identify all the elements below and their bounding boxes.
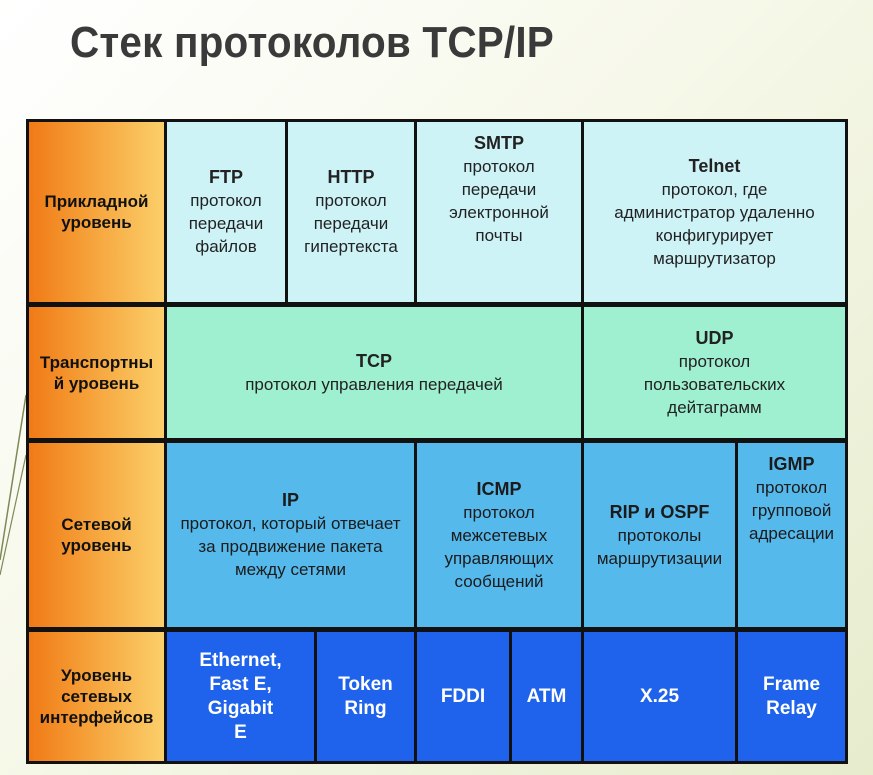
protocol-stack-table: Прикладной уровень FTP протокол передачи… (26, 119, 848, 764)
smtp-desc: протокол передачи электронной почты (449, 157, 549, 245)
x25-label: X.25 (639, 685, 680, 707)
tcp-desc: протокол управления передачей (245, 374, 503, 394)
ip-name: IP (281, 490, 299, 510)
cell-atm: ATM (512, 632, 581, 761)
cell-ftp: FTP протокол передачи файлов (167, 122, 285, 302)
level-network: Сетевой уровень (29, 443, 164, 627)
ethernet-label: Ethernet, Fast E, Gigabit E (199, 649, 282, 743)
level-application: Прикладной уровень (29, 122, 164, 302)
igmp-desc: протокол групповой адресации (749, 478, 834, 543)
cell-icmp: ICMP протокол межсетевых управляющих соо… (417, 443, 581, 627)
icmp-name: ICMP (476, 478, 522, 499)
cell-telnet: Telnet протокол, где администратор удале… (584, 122, 845, 302)
cell-ethernet: Ethernet, Fast E, Gigabit E (167, 632, 314, 761)
udp-name: UDP (695, 327, 734, 348)
level-transport-label: Транспортны й уровень (39, 352, 154, 393)
atm-label: ATM (526, 685, 567, 707)
level-link: Уровень сетевых интерфейсов (29, 632, 164, 761)
telnet-name: Telnet (688, 155, 741, 176)
cell-igmp: IGMP протокол групповой адресации (738, 443, 845, 627)
fddi-label: FDDI (440, 685, 486, 707)
rip-name: RIP и OSPF (609, 501, 710, 522)
page-title: Стек протоколов TCP/IP (70, 18, 554, 67)
tcp-name: TCP (356, 350, 392, 371)
cell-udp: UDP протокол пользовательских дейтаграмм (584, 307, 845, 438)
level-transport: Транспортны й уровень (29, 307, 164, 438)
level-network-label: Сетевой уровень (61, 515, 132, 555)
token-ring-label: Token Ring (338, 673, 393, 719)
http-desc: протокол передачи гипертекста (304, 191, 398, 256)
cell-tcp: TCP протокол управления передачей (167, 307, 581, 438)
cell-smtp: SMTP протокол передачи электронной почты (417, 122, 581, 302)
icmp-desc: протокол межсетевых управляющих сообщени… (444, 502, 554, 591)
igmp-name: IGMP (768, 454, 815, 474)
level-link-label: Уровень сетевых интерфейсов (39, 666, 154, 727)
level-application-label: Прикладной уровень (44, 192, 149, 232)
http-name: HTTP (327, 167, 375, 187)
telnet-desc: протокол, где администратор удаленно кон… (614, 179, 815, 268)
ip-desc: протокол, который отвечает за продвижени… (180, 514, 401, 579)
rip-desc: протоколы маршрутизации (596, 525, 723, 568)
cell-ip: IP протокол, который отвечает за продвиж… (167, 443, 414, 627)
frame-relay-label: Frame Relay (762, 673, 821, 719)
ftp-name: FTP (209, 167, 243, 187)
cell-token-ring: Token Ring (317, 632, 414, 761)
smtp-name: SMTP (473, 133, 524, 153)
cell-x25: X.25 (584, 632, 735, 761)
ftp-desc: протокол передачи файлов (188, 191, 264, 256)
cell-rip-ospf: RIP и OSPF протоколы маршрутизации (584, 443, 735, 627)
cell-http: HTTP протокол передачи гипертекста (288, 122, 414, 302)
udp-desc: протокол пользовательских дейтаграмм (643, 351, 786, 417)
cell-frame-relay: Frame Relay (738, 632, 845, 761)
cell-fddi: FDDI (417, 632, 509, 761)
